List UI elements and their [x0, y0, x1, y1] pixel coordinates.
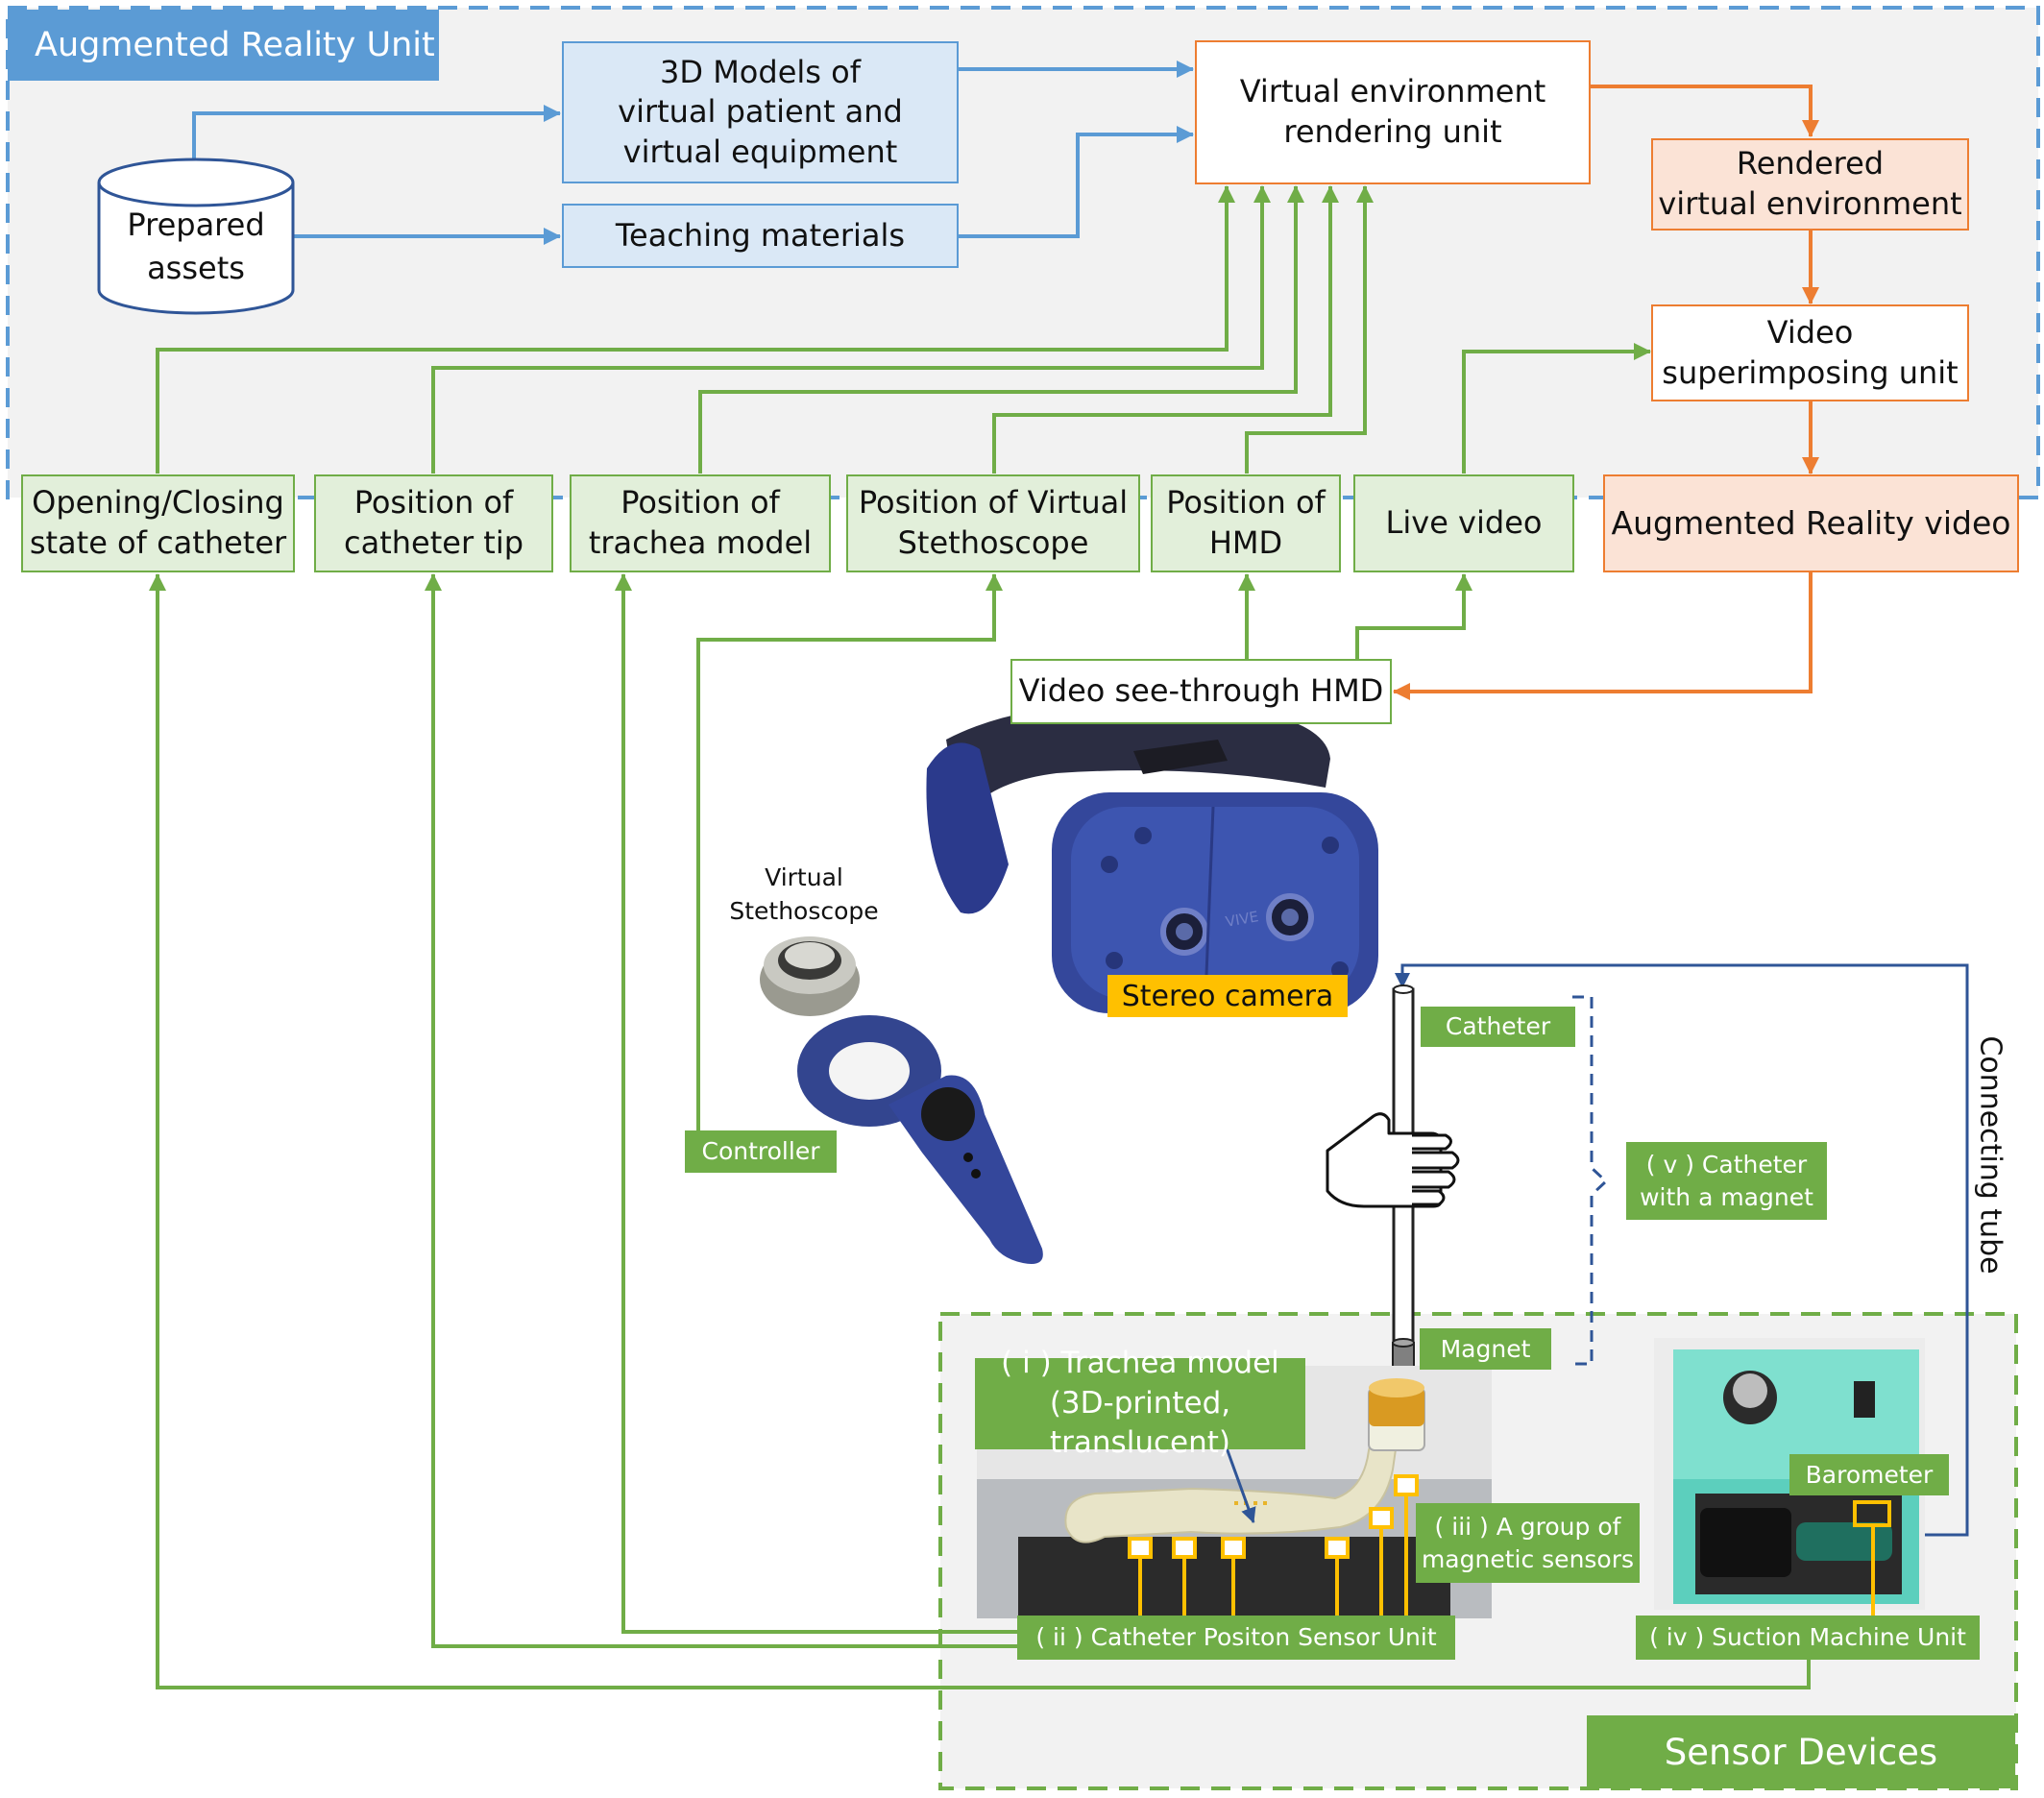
teaching-materials-box: Teaching materials — [562, 204, 959, 268]
arrow-arvideo-to-hmd — [1393, 572, 1813, 700]
connecting-tube-line — [1395, 963, 1969, 1537]
ar-video-box: Augmented Reality video — [1603, 474, 2019, 572]
sensor-marker-5 — [1369, 1507, 1394, 1529]
catheter-sensor-unit-label: ( ii ) Catheter Positon Sensor Unit — [1017, 1616, 1455, 1660]
controller-photo — [760, 936, 1043, 1264]
arrow-teaching-to-rendering — [959, 126, 1194, 238]
ar-unit-region — [6, 6, 2040, 499]
sensor-marker-4 — [1325, 1537, 1350, 1559]
trachea-model-label: ( i ) Trachea model (3D-printed, translu… — [975, 1346, 1305, 1460]
arrow-hmdpos-to-rendering — [1245, 185, 1374, 474]
arrow-tip-to-rendering — [431, 185, 1271, 474]
position-hmd-box: Position of HMD — [1151, 474, 1341, 572]
catheter-brace — [1572, 995, 1609, 1366]
catheter-label: Catheter — [1421, 1007, 1575, 1047]
arrow-hmd-to-live — [1355, 573, 1472, 659]
sensor-marker-2 — [1172, 1537, 1197, 1559]
arrow-controller-to-stethoscope — [696, 573, 1003, 1131]
connecting-tube-label: Connecting tube — [1973, 1035, 2008, 1275]
live-video-box: Live video — [1353, 474, 1574, 572]
sensor-marker-3 — [1221, 1537, 1246, 1559]
arrow-opening-to-rendering — [156, 185, 1235, 474]
3d-models-box: 3D Models of virtual patient and virtual… — [562, 41, 959, 183]
arrow-stethoscope-to-rendering — [992, 185, 1339, 474]
arrow-assets-to-models — [192, 105, 561, 161]
arrow-rendering-to-rendered — [1591, 85, 1819, 137]
barometer-marker — [1853, 1500, 1891, 1527]
sensor-devices-label: Sensor Devices — [1587, 1715, 2015, 1788]
ar-unit-label: Augmented Reality Unit — [8, 10, 439, 81]
sensor-marker-6 — [1394, 1474, 1419, 1496]
opening-closing-state-box: Opening/Closing state of catheter — [21, 474, 295, 572]
prepared-assets-label: Prepared assets — [127, 207, 265, 286]
controller-label: Controller — [685, 1130, 837, 1173]
position-catheter-tip-box: Position of catheter tip — [314, 474, 553, 572]
hand-icon — [1326, 1112, 1460, 1208]
rendering-unit-box: Virtual environment rendering unit — [1195, 40, 1591, 184]
arrow-sensor-to-trachea — [615, 573, 1017, 1634]
barometer-label: Barometer — [1789, 1454, 1949, 1495]
prepared-assets-database: Prepared assets — [97, 158, 295, 315]
suction-machine-unit-label: ( iv ) Suction Machine Unit — [1636, 1616, 1980, 1660]
video-see-through-hmd-box: Video see-through HMD — [1010, 659, 1392, 724]
arrow-sensor-to-tip — [425, 573, 1017, 1648]
arrow-suction-to-opening — [149, 573, 1811, 1689]
magnetic-sensors-label: ( iii ) A group of magnetic sensors — [1416, 1503, 1640, 1583]
magnet-label: Magnet — [1420, 1328, 1551, 1370]
arrow-trachea-to-rendering — [698, 185, 1304, 474]
position-trachea-model-box: Position of trachea model — [570, 474, 831, 572]
sensor-marker-1 — [1128, 1537, 1153, 1559]
stereo-camera-label: Stereo camera — [1107, 975, 1348, 1017]
video-superimposing-box: Video superimposing unit — [1651, 304, 1969, 401]
catheter-with-magnet-label: ( v ) Catheter with a magnet — [1626, 1142, 1827, 1220]
arrow-live-to-superimposing — [1462, 343, 1651, 474]
position-virtual-stethoscope-box: Position of Virtual Stethoscope — [846, 474, 1140, 572]
trachea-pointer — [1223, 1442, 1256, 1523]
virtual-stethoscope-label: Virtual Stethoscope — [729, 863, 879, 925]
rendered-environment-box: Rendered virtual environment — [1651, 138, 1969, 231]
sensor-markers — [1128, 1442, 1891, 1619]
